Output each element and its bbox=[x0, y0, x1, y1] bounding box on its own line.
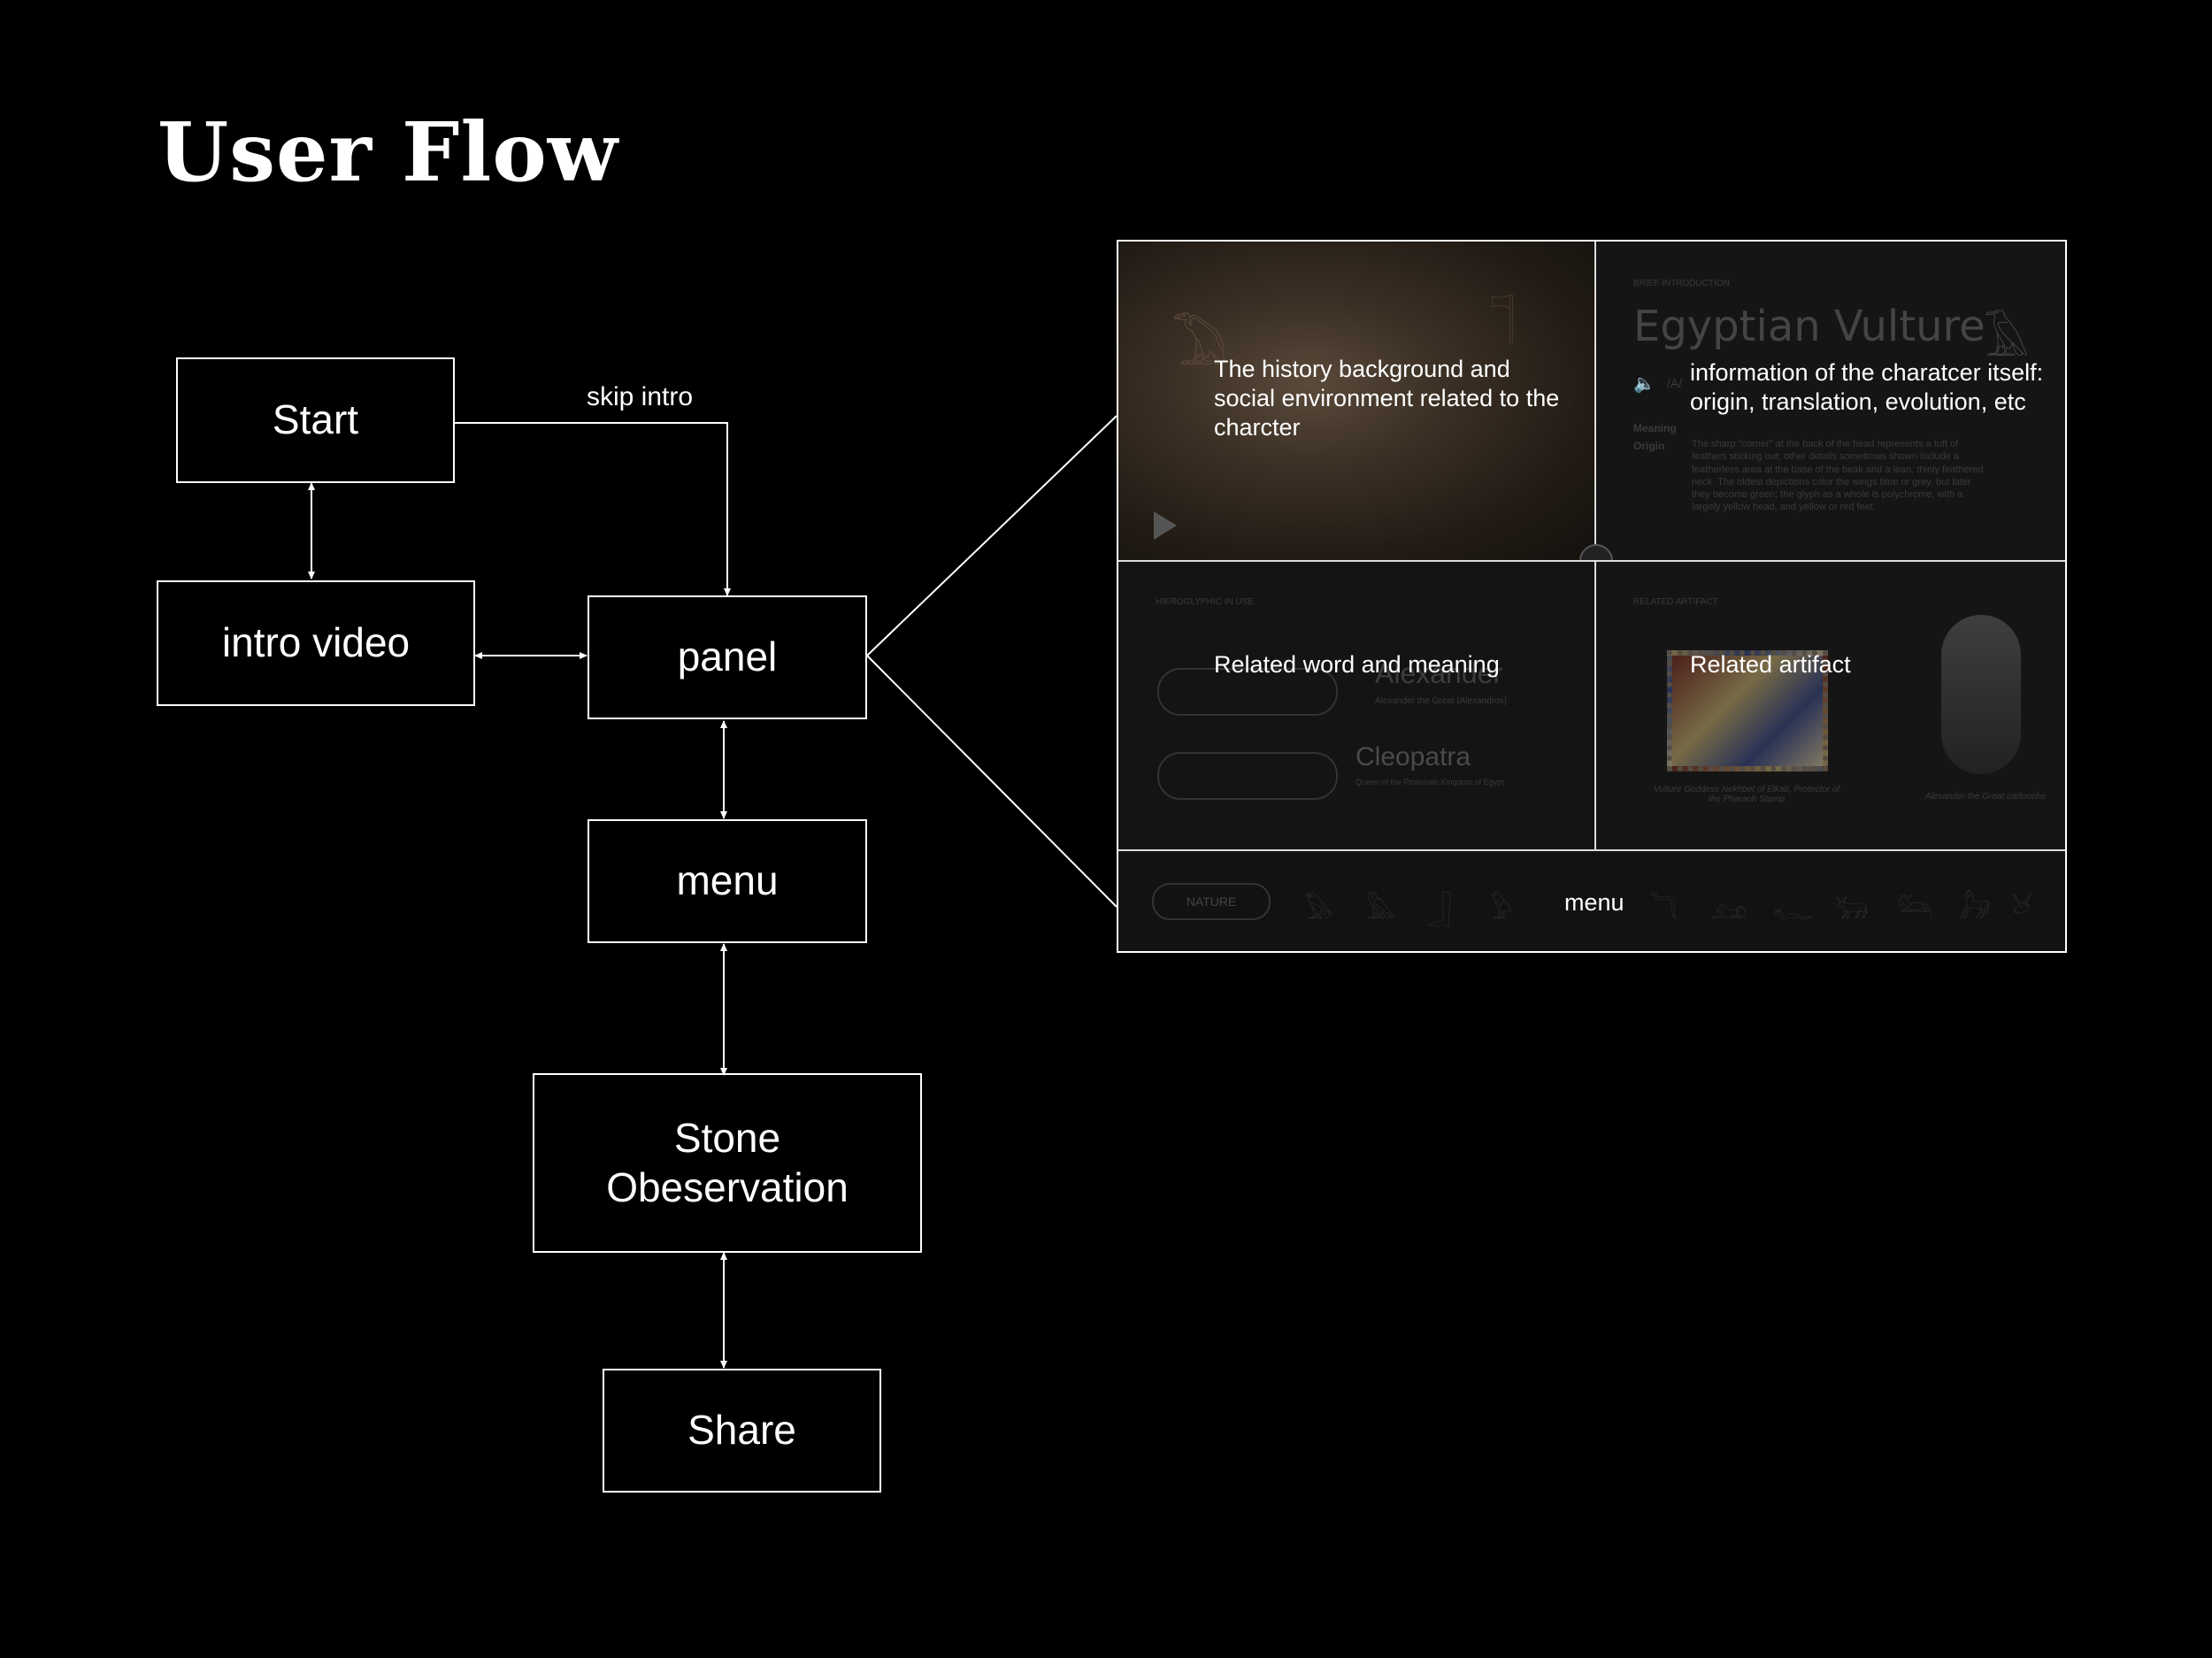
alexander-cartouche-icon bbox=[1157, 668, 1338, 716]
fan-line-bottom bbox=[866, 655, 1118, 908]
stamp-image[interactable] bbox=[1667, 650, 1828, 771]
history-note: The history background and social enviro… bbox=[1214, 356, 1560, 441]
skip-intro-label: skip intro bbox=[587, 382, 694, 411]
cleopatra-cartouche-icon bbox=[1157, 752, 1338, 800]
info-heading-small: BRIEF INTRODUCTION bbox=[1633, 279, 1730, 288]
history-cell: 𓅐 𓊹 The history background and social en… bbox=[1118, 242, 1594, 560]
node-intro-video-label: intro video bbox=[221, 619, 411, 666]
artifact-heading-small: RELATED ARTIFACT bbox=[1633, 597, 1718, 607]
artifact-note: Related artifact bbox=[1690, 651, 1851, 678]
info-body: The sharp "corner" at the back of the he… bbox=[1692, 439, 1984, 513]
menu-glyph-11-icon[interactable]: 𓃾 bbox=[2012, 895, 2033, 925]
menu-glyph-8-icon[interactable]: 𓃒 bbox=[1835, 895, 1869, 925]
word2: Cleopatra bbox=[1356, 742, 1471, 771]
menu-cell: NATURE 𓅃 𓅓 𓃀 𓅱 𓆓 𓃭 𓆑 𓃒 𓃛 𓃗 𓃾 menu bbox=[1118, 849, 2065, 951]
speaker-icon[interactable]: 🔈 bbox=[1633, 374, 1655, 394]
page-title: User Flow bbox=[157, 104, 618, 200]
category-pill[interactable]: NATURE bbox=[1152, 883, 1271, 920]
node-panel: panel bbox=[588, 595, 867, 719]
menu-glyph-5-icon[interactable]: 𓆓 bbox=[1649, 895, 1678, 925]
info-cell: BRIEF INTRODUCTION Egyptian Vulture 𓄿 🔈 … bbox=[1594, 242, 2065, 560]
node-start: Start bbox=[176, 357, 455, 483]
node-intro-video: intro video bbox=[157, 580, 475, 706]
node-share: Share bbox=[603, 1369, 881, 1493]
node-stone-observation: Stone Obeservation bbox=[533, 1073, 922, 1253]
artifact1-caption: Vulture Goddess Nekhbet of Elkab, Protec… bbox=[1653, 785, 1840, 804]
menu-glyph-7-icon[interactable]: 𓆑 bbox=[1773, 895, 1814, 925]
artifact-cell: RELATED ARTIFACT Vulture Goddess Nekhbet… bbox=[1594, 560, 2065, 849]
cartouche-image[interactable] bbox=[1941, 615, 2021, 774]
menu-glyph-1-icon[interactable]: 𓅃 bbox=[1304, 895, 1334, 925]
word-note: Related word and meaning bbox=[1214, 651, 1500, 678]
node-stone-label-line2: Obeservation bbox=[606, 1163, 849, 1210]
node-menu: menu bbox=[588, 819, 867, 943]
menu-glyph-2-icon[interactable]: 𓅓 bbox=[1366, 895, 1396, 925]
node-stone-label-line1: Stone bbox=[673, 1115, 781, 1162]
menu-glyph-9-icon[interactable]: 𓃛 bbox=[1897, 895, 1933, 925]
menu-note: menu bbox=[1564, 889, 1624, 916]
edge-skip-intro bbox=[455, 422, 731, 596]
node-start-label: Start bbox=[272, 396, 359, 443]
play-icon[interactable] bbox=[1154, 511, 1177, 540]
info-note: information of the charatcer itself: ori… bbox=[1690, 359, 2044, 415]
hieroglyph-column-icon: 𓊹 bbox=[1490, 296, 1516, 343]
info-meaning-label: Meaning bbox=[1633, 422, 1677, 434]
word2-sub: Queen of the Ptolemaic Kingdom of Egypt bbox=[1356, 778, 1504, 787]
node-menu-label: menu bbox=[676, 857, 779, 904]
menu-glyph-4-icon[interactable]: 𓅱 bbox=[1490, 895, 1513, 925]
menu-glyph-6-icon[interactable]: 𓃭 bbox=[1711, 895, 1747, 925]
menu-glyph-3-icon[interactable]: 𓃀 bbox=[1428, 895, 1452, 925]
wing-relief-icon: 𓅐 bbox=[1171, 317, 1228, 376]
word1-sub: Alexander the Great (Alexandros) bbox=[1375, 696, 1507, 706]
vulture-icon: 𓄿 bbox=[1984, 315, 2030, 366]
artifact2-caption: Alexander the Great cartouche bbox=[1924, 792, 2047, 802]
panel-mockup: 𓅐 𓊹 The history background and social en… bbox=[1117, 240, 2067, 953]
word-cell: HIEROGLYPHIC IN USE Alexander Alexander … bbox=[1118, 560, 1594, 849]
info-origin-label: Origin bbox=[1633, 440, 1665, 452]
info-pronunciation: /A/ bbox=[1667, 376, 1683, 390]
node-share-label: Share bbox=[687, 1407, 796, 1454]
word-heading-small: HIEROGLYPHIC IN USE bbox=[1156, 597, 1254, 607]
menu-glyph-10-icon[interactable]: 𓃗 bbox=[1959, 895, 1991, 925]
info-title: Egyptian Vulture bbox=[1633, 302, 1985, 351]
word1: Alexander bbox=[1375, 657, 1503, 689]
node-panel-label: panel bbox=[677, 633, 778, 680]
fan-line-top bbox=[866, 415, 1118, 656]
